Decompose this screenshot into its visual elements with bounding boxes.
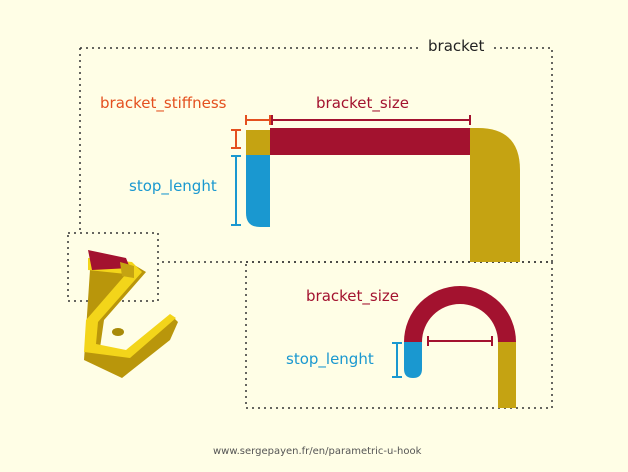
hook-3d-top-face <box>84 258 176 358</box>
source-url: www.sergepayen.fr/en/parametric-u-hook <box>213 446 422 457</box>
bracket-stiffness-label: bracket_stiffness <box>100 94 227 112</box>
bracket-size-dimension-bottom <box>427 336 493 346</box>
hook-3d-hole <box>112 328 124 336</box>
stop-length-label-bottom: stop_lenght <box>286 350 374 368</box>
square-hook-gold-part <box>246 130 270 155</box>
stop-length-label-top: stop_lenght <box>129 177 217 195</box>
hook-3d-shadow-side <box>84 264 178 378</box>
round-bracket-arc <box>404 286 516 342</box>
inset-dotted-frame <box>67 232 159 302</box>
stop-length-dimension-bottom <box>392 342 402 378</box>
hook-3d-inner-edge <box>120 262 134 278</box>
hook-3d-render <box>84 250 178 378</box>
bracket-size-label-bottom: bracket_size <box>306 287 399 305</box>
square-stop-part <box>246 155 270 227</box>
round-hook-leg <box>498 342 516 408</box>
square-bracket-bar <box>270 128 470 155</box>
round-bracket-dotted-frame <box>245 261 553 409</box>
round-stop-part <box>404 342 422 378</box>
stop-length-dimension-top <box>231 155 241 226</box>
square-hook-shape <box>246 128 520 262</box>
hook-3d-red-tip <box>88 250 130 270</box>
round-hook-shape <box>404 286 516 408</box>
bracket-size-dimension-top <box>271 115 471 125</box>
stiffness-dimension <box>231 115 271 149</box>
bracket-size-label-top: bracket_size <box>316 94 409 112</box>
square-hook-corner <box>470 128 520 262</box>
bracket-title: bracket <box>420 39 493 54</box>
